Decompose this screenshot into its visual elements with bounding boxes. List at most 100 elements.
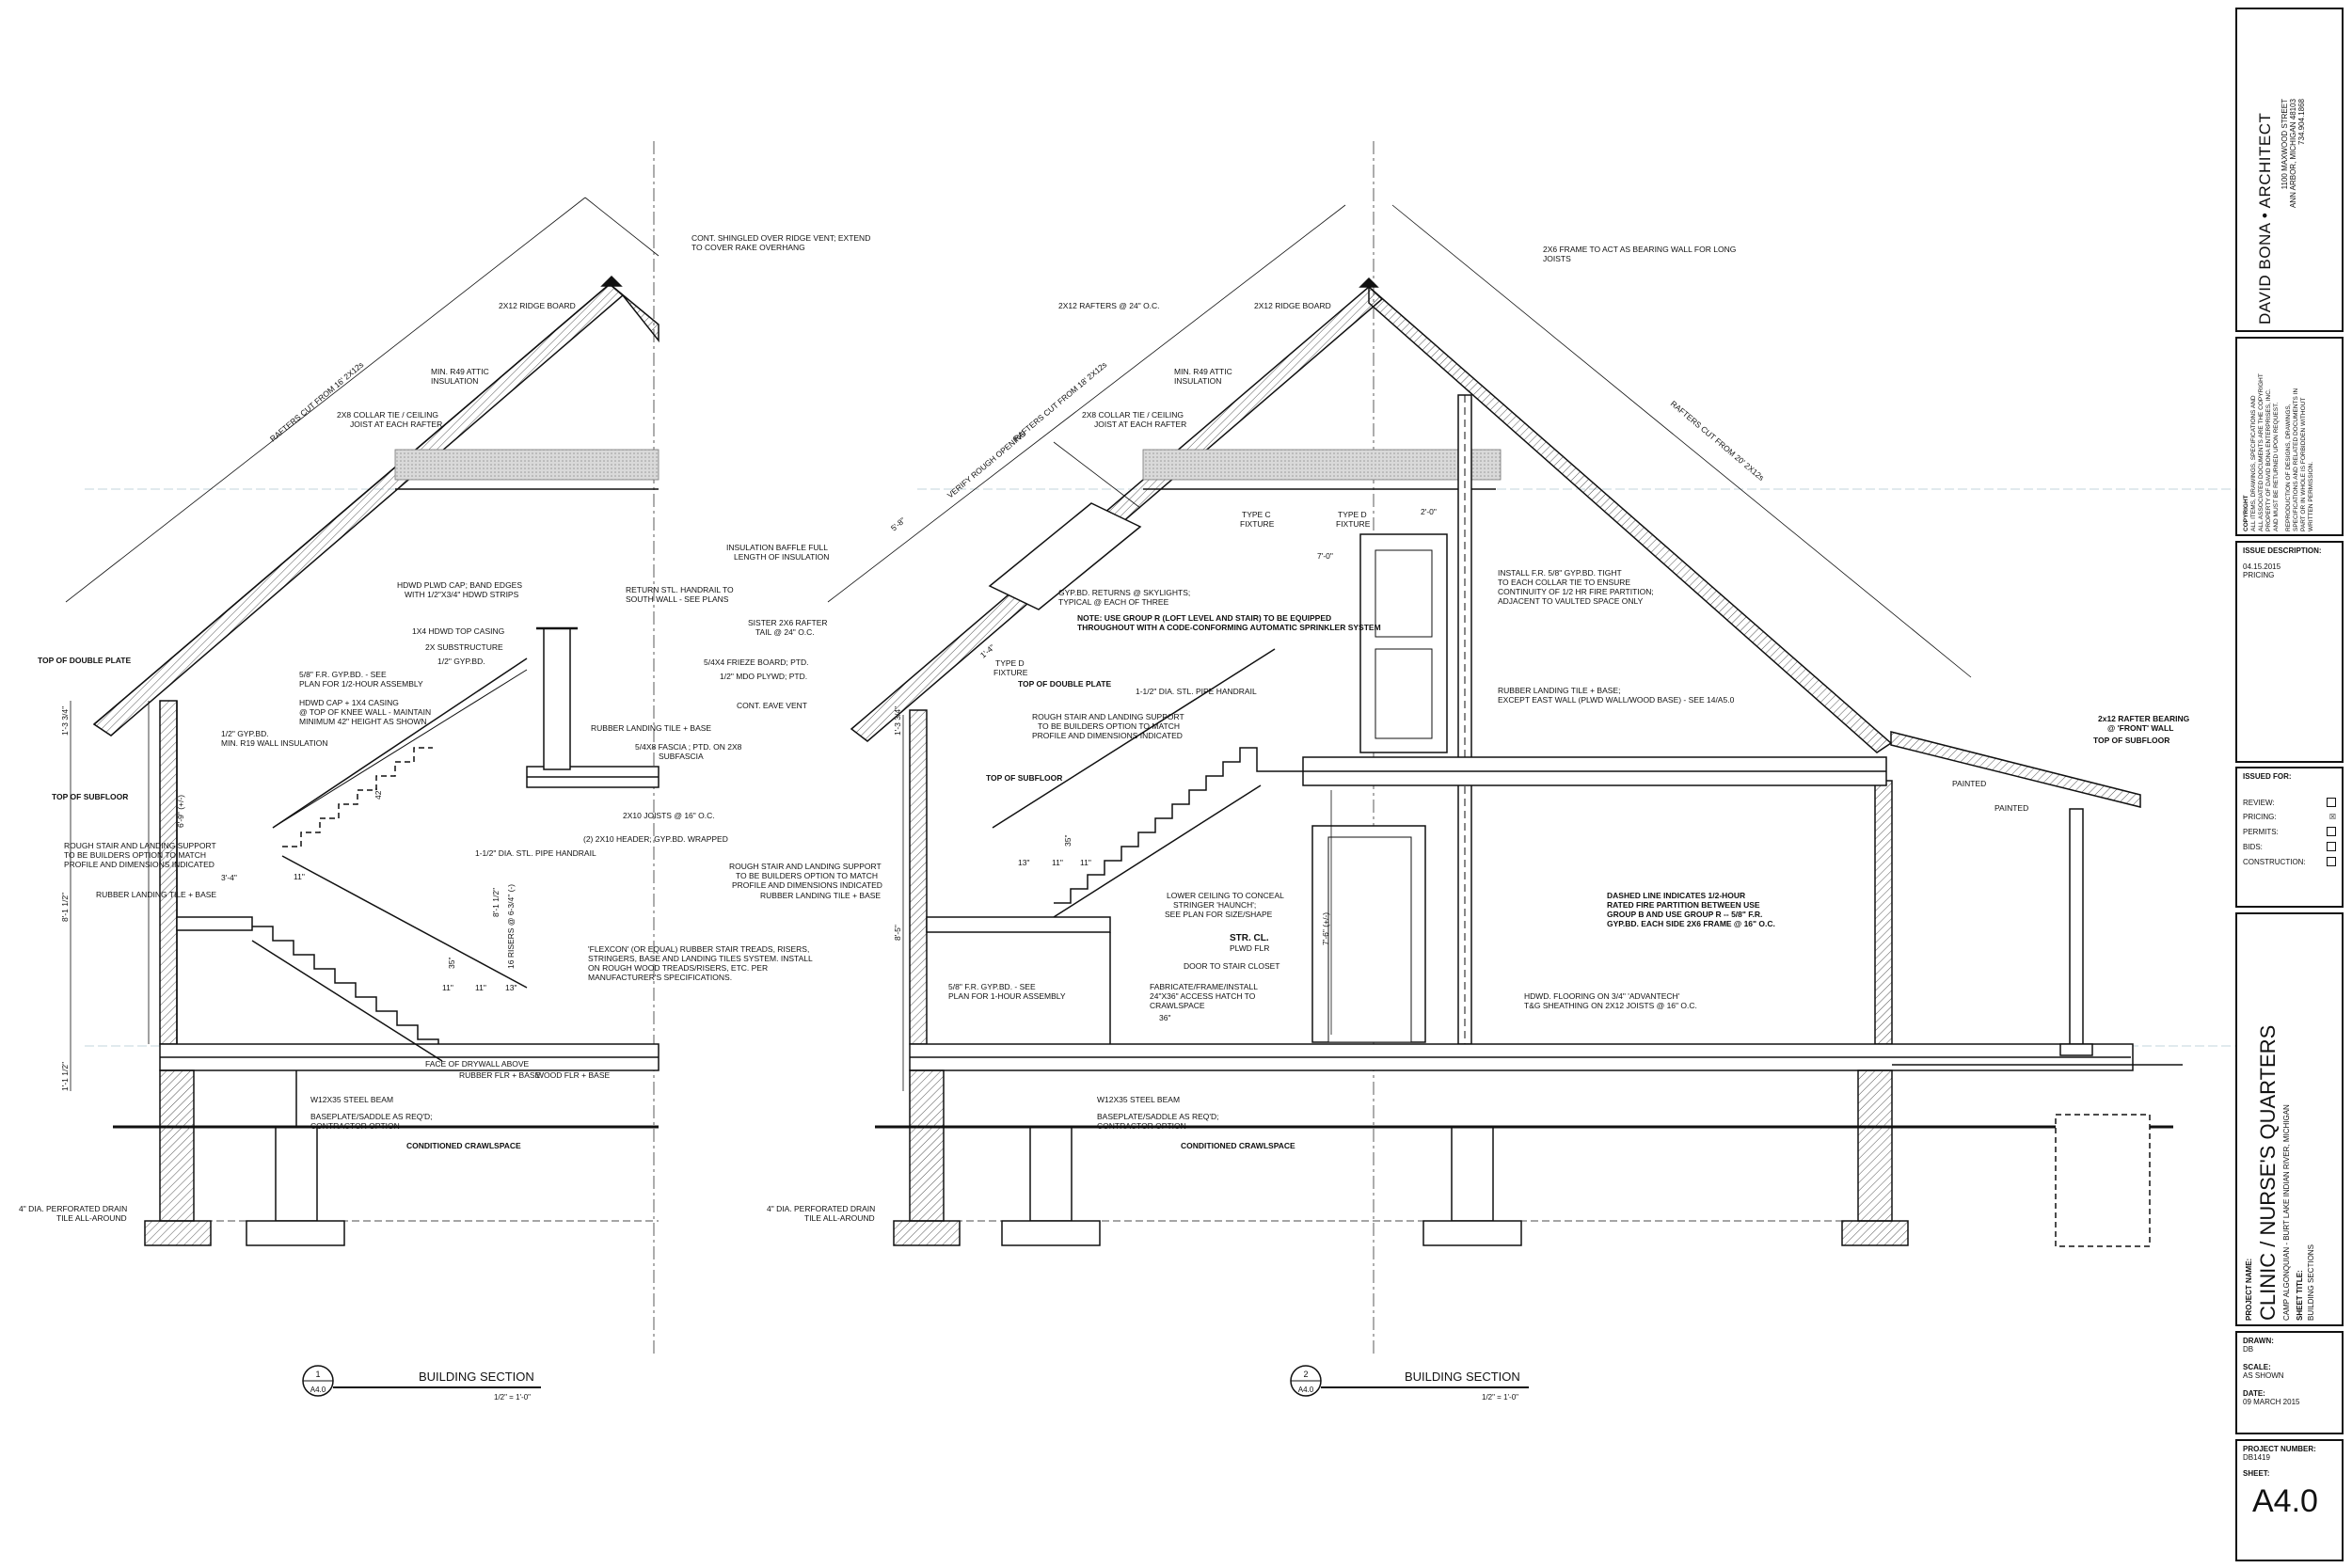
gyp-bd-label: 1/2" GYP.BD. xyxy=(437,657,485,666)
type-d-label-2: FIXTURE xyxy=(1336,519,1371,529)
section-number-2: 2 xyxy=(1303,1370,1308,1379)
issued-construction-row[interactable]: CONSTRUCTION: xyxy=(2243,857,2336,866)
issue-heading: ISSUE DESCRIPTION: xyxy=(2243,546,2322,555)
return-rail-label-2: SOUTH WALL - SEE PLANS xyxy=(626,594,729,604)
sheet-label: SHEET: xyxy=(2243,1469,2270,1478)
copyright-heading: COPYRIGHT xyxy=(2243,495,2249,531)
section-ref-2: A4.0 xyxy=(1298,1386,1314,1394)
scale-label: SCALE: xyxy=(2243,1363,2271,1371)
construction-checkbox[interactable] xyxy=(2327,857,2336,866)
landing-tile-label-s2: RUBBER LANDING TILE + BASE xyxy=(760,891,881,900)
issued-for-block: ISSUED FOR: REVIEW: PRICING:☒ PERMITS: B… xyxy=(2235,767,2344,908)
fire-partition-note-3: GROUP B AND USE GROUP R -- 5/8" F.R. xyxy=(1607,910,1762,919)
header-label: (2) 2X10 HEADER; GYP.BD. WRAPPED xyxy=(583,834,728,844)
section-title-1: 1 A4.0 BUILDING SECTION 1/2" = 1'-0" xyxy=(302,1365,541,1402)
section-2-drawing xyxy=(827,141,2249,1354)
copyright-line: WRITTEN PERMISSION. xyxy=(2308,461,2314,531)
top-subfloor-label: TOP OF SUBFLOOR xyxy=(52,792,128,801)
top-subfloor-label-s2: TOP OF SUBFLOOR xyxy=(986,773,1062,783)
dim-7-0: 7'-0" xyxy=(1317,551,1333,561)
type-d-label: TYPE D xyxy=(1338,510,1367,519)
dim-3: 8'-1 1/2" xyxy=(60,893,70,922)
landing-tile-label-2: RUBBER LANDING TILE + BASE xyxy=(96,890,216,899)
issued-review-row[interactable]: REVIEW: xyxy=(2243,798,2336,807)
return-rail-label: RETURN STL. HANDRAIL TO xyxy=(626,585,734,594)
issued-permits-label: PERMITS: xyxy=(2243,827,2279,836)
hdwd-floor-label: HDWD. FLOORING ON 3/4" 'ADVANTECH' xyxy=(1524,991,1680,1001)
hdwd-cap-label-2: WITH 1/2"X3/4" HDWD STRIPS xyxy=(405,590,519,599)
dim-8: 42" xyxy=(373,788,383,800)
frieze-label: 5/4X4 FRIEZE BOARD; PTD. xyxy=(704,657,808,667)
gyp-returns-label: GYP.BD. RETURNS @ SKYLIGHTS; xyxy=(1058,588,1190,597)
issued-bids-row[interactable]: BIDS: xyxy=(2243,842,2336,851)
issued-permits-row[interactable]: PERMITS: xyxy=(2243,827,2336,836)
lower-ceiling-label: LOWER CEILING TO CONCEAL xyxy=(1167,891,1284,900)
rafters-spacing-label: 2X12 RAFTERS @ 24" O.C. xyxy=(1058,301,1160,310)
rough-stair-top-label-2: TO BE BUILDERS OPTION TO MATCH xyxy=(1038,721,1180,731)
collar-fire-label: INSTALL F.R. 5/8" GYP.BD. TIGHT xyxy=(1498,568,1622,578)
dim-s2-5: 13" xyxy=(1018,858,1029,867)
mdo-label: 1/2" MDO PLYWD; PTD. xyxy=(720,672,807,681)
dim-s2-4: 1'-4" xyxy=(978,642,996,660)
dim-s2-6: 11" xyxy=(1052,858,1063,867)
dim-9: 11" xyxy=(442,983,453,992)
casing-label: 1X4 HDWD TOP CASING xyxy=(412,626,504,636)
collar-fire-label-4: ADJACENT TO VAULTED SPACE ONLY xyxy=(1498,596,1644,606)
sprinkler-note-2: THROUGHOUT WITH A CODE-CONFORMING AUTOMA… xyxy=(1077,623,1381,632)
copyright-line: SPECIFICATIONS AND RELATED DOCUMENTS IN xyxy=(2293,388,2299,531)
sheet-block: PROJECT NUMBER: DB1419 SHEET: A4.0 xyxy=(2235,1439,2344,1561)
knee-cap-label: HDWD CAP + 1X4 CASING xyxy=(299,698,399,707)
copyright-block: COPYRIGHT ALL ITEMS, DRAWINGS, SPECIFICA… xyxy=(2235,337,2344,536)
dim-6: 3'-4" xyxy=(221,873,237,882)
permits-checkbox[interactable] xyxy=(2327,827,2336,836)
painted-label-1: PAINTED xyxy=(1952,779,1986,788)
sheet-title-label: SHEET TITLE: xyxy=(2296,1270,2304,1321)
sheet-number: A4.0 xyxy=(2252,1483,2318,1519)
knee-cap-label-3: MINIMUM 42" HEIGHT AS SHOWN xyxy=(299,717,427,726)
plwd-floor-label: PLWD FLR xyxy=(1230,943,1269,953)
section-title-text-1: BUILDING SECTION xyxy=(419,1370,534,1384)
type-c-label-2: FIXTURE xyxy=(1240,519,1275,529)
copyright-line: ALL ITEMS, DRAWINGS, SPECIFICATIONS AND xyxy=(2250,395,2257,531)
subfascia-label-2: SUBFASCIA xyxy=(659,752,704,761)
collar-tie-label-s2-2: JOIST AT EACH RAFTER xyxy=(1094,420,1186,429)
dim-2-0: 2'-0" xyxy=(1421,507,1437,516)
issue-date: 04.15.2015 xyxy=(2243,562,2281,571)
flexcon-note-2: STRINGERS, BASE AND LANDING TILES SYSTEM… xyxy=(588,954,813,963)
issued-bids-label: BIDS: xyxy=(2243,842,2263,851)
review-checkbox[interactable] xyxy=(2327,798,2336,807)
issued-pricing-row[interactable]: PRICING:☒ xyxy=(2243,813,2336,821)
type-d-label-4: FIXTURE xyxy=(993,668,1028,677)
rough-stair-mid-label-3: PROFILE AND DIMENSIONS INDICATED xyxy=(732,880,882,890)
section-scale-2: 1/2" = 1'-0" xyxy=(1482,1393,1518,1402)
attic-insulation-label-s2: MIN. R49 ATTIC xyxy=(1174,367,1232,376)
rafter-length-left: RAFTERS CUT FROM 18' 2X12s xyxy=(1011,359,1108,443)
scale-value: AS SHOWN xyxy=(2243,1371,2284,1380)
issued-for-heading: ISSUED FOR: xyxy=(2243,772,2292,781)
rough-stair-top-label-3: PROFILE AND DIMENSIONS INDICATED xyxy=(1032,731,1183,740)
top-double-plate-label-s2: TOP OF DOUBLE PLATE xyxy=(1018,679,1112,689)
joists-label: 2X10 JOISTS @ 16" O.C. xyxy=(623,811,715,820)
collar-fire-label-2: TO EACH COLLAR TIE TO ENSURE xyxy=(1498,578,1630,587)
dim-s2-9: 36" xyxy=(1159,1013,1170,1022)
rough-stair-label: ROUGH STAIR AND LANDING SUPPORT xyxy=(64,841,216,850)
baseplate-label-s2-2: CONTRACTOR OPTION xyxy=(1097,1121,1186,1131)
bearing-wall-label: 2X6 FRAME TO ACT AS BEARING WALL FOR LON… xyxy=(1543,245,1736,254)
floor-transition-label: RUBBER FLR + BASE xyxy=(459,1070,541,1080)
collar-tie-label-2: JOIST AT EACH RAFTER xyxy=(350,420,442,429)
pricing-checkbox[interactable]: ☒ xyxy=(2328,812,2336,821)
rough-stair-mid-label: ROUGH STAIR AND LANDING SUPPORT xyxy=(729,862,882,871)
section-title-2: 2 A4.0 BUILDING SECTION 1/2" = 1'-0" xyxy=(1290,1365,1529,1402)
fire-partition-note-4: GYP.BD. EACH SIDE 2X6 FRAME @ 16" O.C. xyxy=(1607,919,1775,928)
pipe-rail-label-s2: 1-1/2" DIA. STL. PIPE HANDRAIL xyxy=(1136,687,1257,696)
drawn-value: DB xyxy=(2243,1345,2254,1354)
baffle-label: INSULATION BAFFLE FULL xyxy=(726,543,828,552)
bids-checkbox[interactable] xyxy=(2327,842,2336,851)
sprinkler-note: NOTE: USE GROUP R (LOFT LEVEL AND STAIR)… xyxy=(1077,613,1331,623)
landing-tile-label: RUBBER LANDING TILE + BASE xyxy=(591,723,711,733)
project-number: DB1419 xyxy=(2243,1453,2270,1462)
pipe-rail-label: 1-1/2" DIA. STL. PIPE HANDRAIL xyxy=(475,848,596,858)
flexcon-note-3: ON ROUGH WOOD TREADS/RISERS, ETC. PER xyxy=(588,963,768,973)
attic-insulation-label-2: INSULATION xyxy=(431,376,478,386)
